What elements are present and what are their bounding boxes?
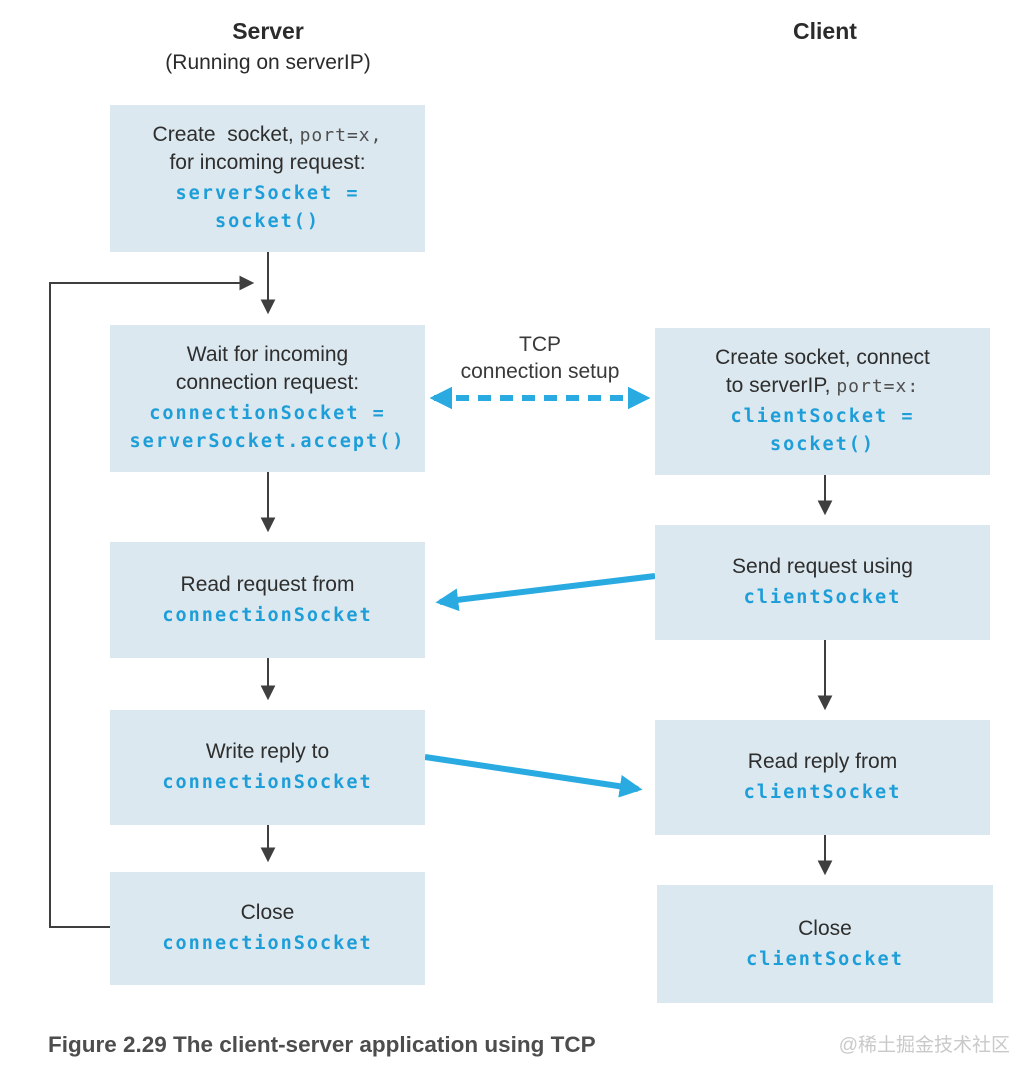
- box-text-line: Read request from: [180, 572, 355, 596]
- tcp-label-line1: TCP: [519, 333, 561, 356]
- server-subtitle: (Running on serverIP): [165, 51, 371, 74]
- code-line: connectionSocket =: [149, 403, 386, 425]
- box-text-line: Create socket, port=x,: [153, 121, 383, 149]
- code-line: socket(): [214, 210, 321, 232]
- code-line: clientSocket: [743, 782, 902, 804]
- code-line: serverSocket.accept(): [129, 430, 406, 452]
- box-text-line: Close: [798, 916, 852, 940]
- box-text: Create socket,: [152, 123, 300, 147]
- code-line: clientSocket =: [730, 406, 915, 428]
- client-title: Client: [793, 18, 857, 44]
- server-box-write-reply: Write reply to connectionSocket: [110, 710, 425, 825]
- code-line: clientSocket: [746, 948, 904, 970]
- box-text-line: Close: [240, 901, 295, 925]
- server-box-read-request: Read request from connectionSocket: [110, 542, 425, 658]
- box-mono-text: port=x,: [299, 125, 383, 147]
- code-line: connectionSocket: [162, 772, 373, 794]
- code-line: clientSocket: [743, 587, 902, 609]
- code-line: socket(): [769, 433, 876, 455]
- tcp-label-line2: connection setup: [460, 359, 620, 383]
- box-text-line: to serverIP, port=x:: [726, 372, 919, 400]
- code-line: serverSocket =: [175, 183, 360, 205]
- box-text-line: Wait for incoming: [186, 343, 349, 367]
- client-box-create-socket: Create socket, connect to serverIP, port…: [655, 328, 990, 475]
- box-text-line: Read reply from: [747, 750, 898, 774]
- code-line: connectionSocket: [162, 604, 373, 626]
- server-box-close: Close connectionSocket: [110, 872, 425, 985]
- server-title: Server: [232, 18, 304, 44]
- client-box-close: Close clientSocket: [657, 885, 993, 1003]
- figure-caption: Figure 2.29 The client-server applicatio…: [48, 1032, 596, 1057]
- box-text-line: Send request using: [732, 555, 913, 579]
- server-box-create-socket: Create socket, port=x, for incoming requ…: [110, 105, 425, 252]
- client-box-send-request: Send request using clientSocket: [655, 525, 990, 640]
- request-arrow-client-to-server: [435, 573, 656, 612]
- reply-arrow-server-to-client: [424, 754, 643, 798]
- client-box-read-reply: Read reply from clientSocket: [655, 720, 990, 835]
- box-text-line: Create socket, connect: [715, 346, 930, 370]
- box-text-line: for incoming request:: [169, 151, 366, 175]
- box-mono-text: port=x:: [836, 376, 920, 398]
- server-column-header: Server (Running on serverIP): [118, 18, 418, 75]
- server-box-wait-connection: Wait for incoming connection request: co…: [110, 325, 425, 472]
- client-column-header: Client: [675, 18, 975, 45]
- box-text-line: Write reply to: [205, 740, 330, 764]
- code-line: connectionSocket: [162, 933, 373, 955]
- box-text-line: connection request:: [175, 371, 360, 395]
- tcp-connection-setup-label: TCP connection setup: [430, 332, 650, 386]
- watermark: @稀土掘金技术社区: [838, 1035, 1010, 1056]
- box-text: to serverIP,: [725, 374, 837, 398]
